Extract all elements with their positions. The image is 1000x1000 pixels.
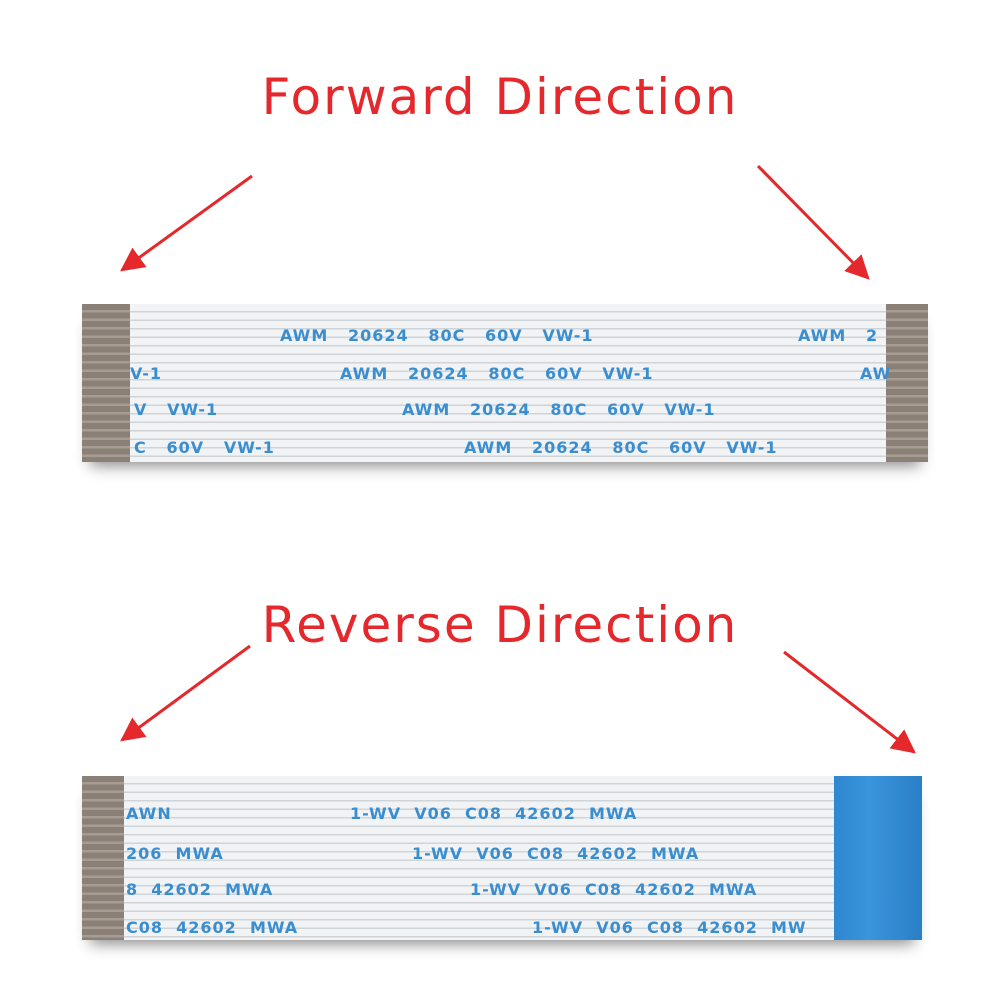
cable-print: AWM 20624 80C 60V VW-1 xyxy=(280,326,594,345)
reverse-direction-title: Reverse Direction xyxy=(261,596,739,654)
cable-print: 8 42602 MWA xyxy=(126,880,274,899)
forward-ffc-cable: AWM 20624 80C 60V VW-1 AWM 2 V-1 AWM 206… xyxy=(82,304,928,462)
cable-print: AWM 20624 80C 60V VW-1 xyxy=(402,400,716,419)
cable-print: 1-WV V06 C08 42602 MWA xyxy=(350,804,638,823)
cable-print: 1-WV V06 C08 42602 MWA xyxy=(470,880,758,899)
cable-print: AW xyxy=(860,364,892,383)
left-contacts xyxy=(82,304,130,462)
cable-print: C 60V VW-1 xyxy=(134,438,275,457)
left-contacts xyxy=(82,776,124,940)
cable-print: AWN xyxy=(126,804,172,823)
forward-direction-title: Forward Direction xyxy=(261,68,739,126)
forward-left-arrow xyxy=(120,174,253,272)
cable-print: AWM 20624 80C 60V VW-1 xyxy=(464,438,778,457)
right-contacts xyxy=(886,304,928,462)
reverse-ffc-cable: AWN 1-WV V06 C08 42602 MWA 206 MWA 1-WV … xyxy=(82,776,922,940)
reverse-left-arrow xyxy=(120,644,251,742)
cable-print: AWM 20624 80C 60V VW-1 xyxy=(340,364,654,383)
cable-print: V-1 xyxy=(130,364,162,383)
cable-print: C08 42602 MWA xyxy=(126,918,299,937)
cable-print: AWM 2 xyxy=(798,326,879,345)
blue-stiffener xyxy=(834,776,922,940)
reverse-right-arrow xyxy=(783,650,916,754)
cable-print: 1-WV V06 C08 42602 MW xyxy=(532,918,807,937)
cable-print: 1-WV V06 C08 42602 MWA xyxy=(412,844,700,863)
cable-print: 206 MWA xyxy=(126,844,224,863)
forward-right-arrow xyxy=(756,164,870,280)
cable-print: V VW-1 xyxy=(134,400,219,419)
